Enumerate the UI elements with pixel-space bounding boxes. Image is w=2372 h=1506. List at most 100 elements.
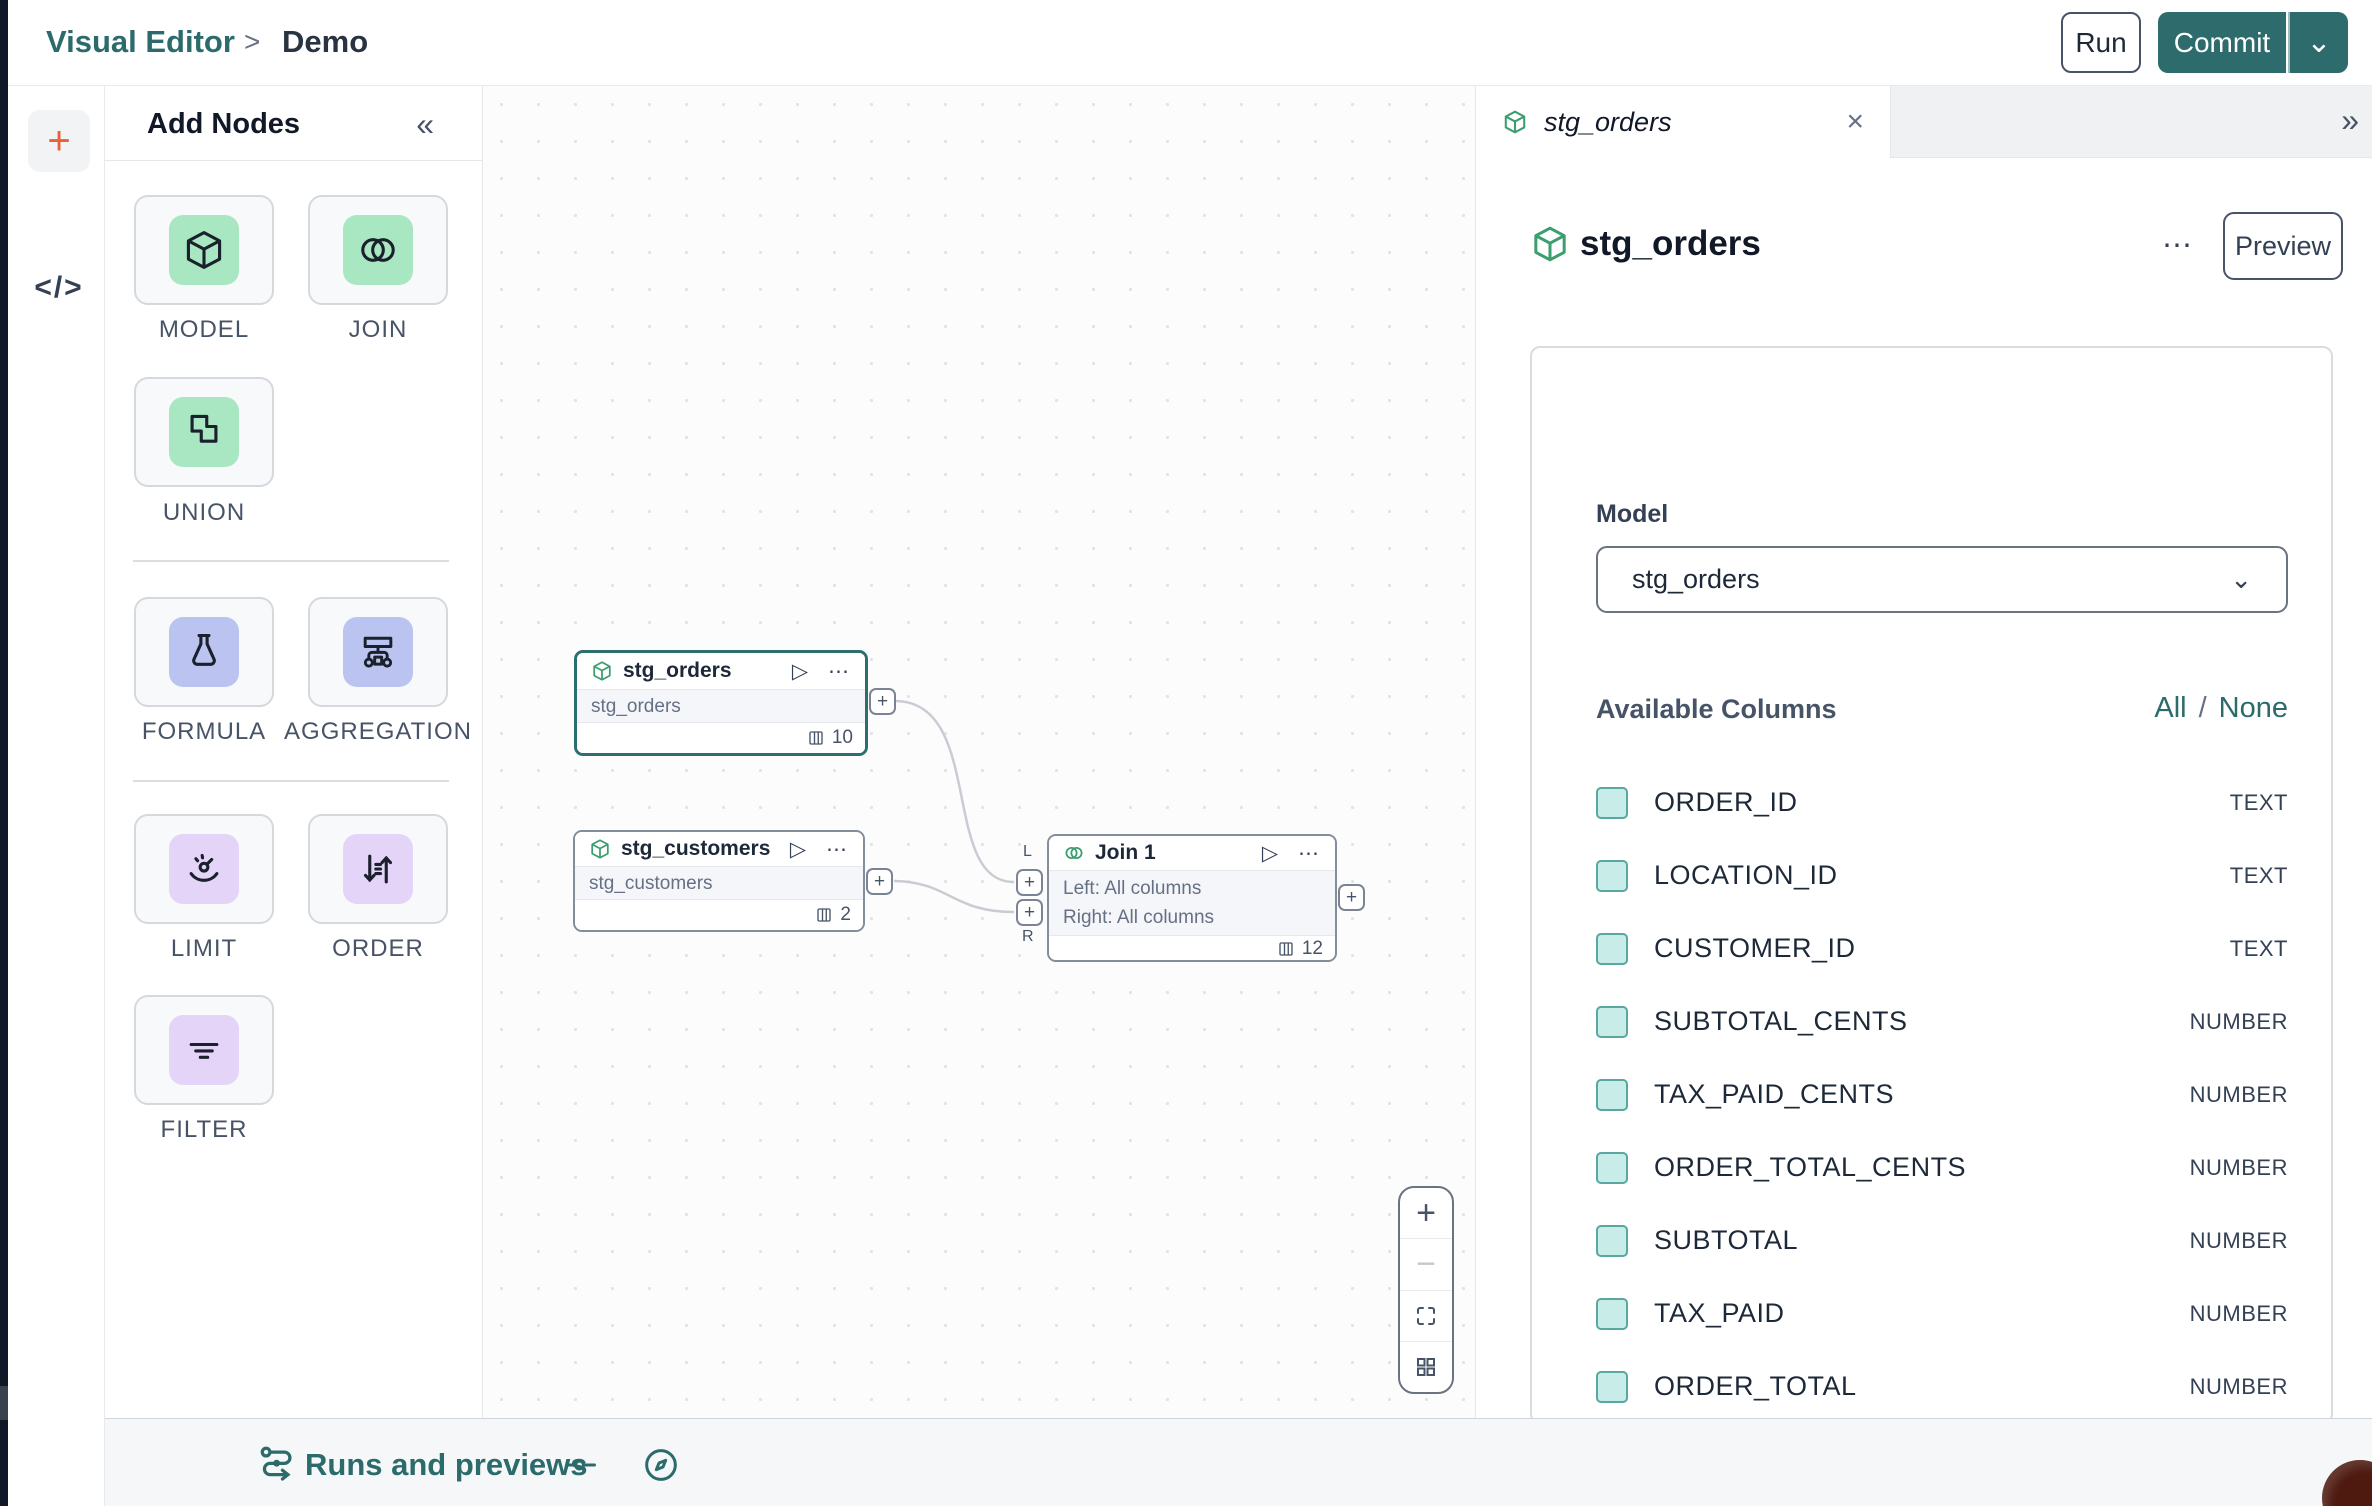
- ellipsis-icon[interactable]: ⋯: [826, 837, 849, 861]
- plus-icon: +: [873, 870, 886, 892]
- auto-layout-button[interactable]: [1400, 1340, 1452, 1392]
- ellipsis-icon[interactable]: ⋯: [1298, 841, 1321, 865]
- join-right-port-label: R: [1022, 928, 1034, 945]
- port-join-left-input[interactable]: +: [1016, 869, 1043, 896]
- link-separator: /: [2198, 692, 2207, 724]
- column-type: NUMBER: [2189, 1227, 2288, 1253]
- breadcrumb-app[interactable]: Visual Editor: [46, 24, 235, 59]
- column-type: TEXT: [2229, 862, 2288, 888]
- node-tile-model[interactable]: [134, 195, 274, 305]
- node-subtitle: stg_orders: [591, 695, 681, 717]
- commit-button[interactable]: Commit: [2158, 12, 2286, 73]
- node-tile-formula[interactable]: [134, 597, 274, 707]
- node-tile-filter[interactable]: [134, 995, 274, 1105]
- close-icon[interactable]: ×: [1846, 105, 1864, 138]
- column-row: SUBTOTAL NUMBER: [1596, 1204, 2288, 1277]
- order-sort-icon: [343, 834, 413, 904]
- column-checkbox[interactable]: [1596, 1151, 1628, 1184]
- add-nodes-panel: Add Nodes « MODEL JOIN UNION: [105, 86, 483, 1424]
- column-name: ORDER_TOTAL_CENTS: [1654, 1152, 1967, 1182]
- column-name: ORDER_TOTAL: [1654, 1371, 1857, 1401]
- column-count: 2: [840, 904, 851, 925]
- node-header: Join 1 ▷ ⋯: [1049, 836, 1335, 870]
- run-button[interactable]: Run: [2061, 12, 2141, 73]
- divider: [105, 160, 482, 161]
- play-icon[interactable]: ▷: [789, 837, 806, 861]
- filter-lines-icon: [169, 1015, 239, 1085]
- panel-tab-bar: stg_orders × »: [1476, 86, 2372, 158]
- collapse-panel-icon[interactable]: «: [416, 106, 434, 142]
- available-columns-header: Available Columns All / None: [1596, 692, 2288, 732]
- node-config-panel: stg_orders × » stg_orders ⋯ Preview Mode…: [1475, 86, 2372, 1476]
- node-tile-order[interactable]: [308, 814, 448, 924]
- code-icon: </>: [34, 271, 84, 304]
- canvas-zoom-controls: + −: [1398, 1186, 1454, 1394]
- chevron-down-icon: ⌄: [2306, 26, 2332, 59]
- canvas-node-stg-customers[interactable]: stg_customers ▷ ⋯ stg_customers 2: [573, 830, 865, 932]
- node-tile-union[interactable]: [134, 377, 274, 487]
- plus-icon: +: [1345, 886, 1358, 908]
- column-row: LOCATION_ID TEXT: [1596, 839, 2288, 912]
- node-header: stg_orders ▷ ⋯: [577, 653, 865, 689]
- columns-icon: [815, 906, 833, 924]
- zoom-out-button[interactable]: −: [1400, 1238, 1452, 1289]
- select-none-link[interactable]: None: [2218, 692, 2288, 724]
- preview-button[interactable]: Preview: [2223, 212, 2343, 280]
- ellipsis-icon[interactable]: ⋯: [2162, 229, 2195, 262]
- model-select[interactable]: stg_orders ⌄: [1596, 546, 2288, 613]
- model-cube-icon: [1530, 224, 1570, 264]
- divider: [133, 560, 449, 562]
- node-footer: 12: [1049, 936, 1335, 960]
- node-body: stg_customers: [575, 866, 863, 900]
- column-checkbox[interactable]: [1596, 1224, 1628, 1257]
- tile-label-order: ORDER: [332, 935, 424, 962]
- left-rail: + </>: [8, 86, 105, 1506]
- ellipsis-icon[interactable]: ⋯: [828, 659, 851, 683]
- left-dark-strip: [0, 0, 8, 1506]
- node-header: stg_customers ▷ ⋯: [575, 832, 863, 866]
- column-checkbox[interactable]: [1596, 1005, 1628, 1038]
- add-node-button[interactable]: +: [28, 110, 90, 172]
- column-checkbox[interactable]: [1596, 932, 1628, 965]
- tile-label-model: MODEL: [158, 316, 250, 343]
- expand-panel-icon[interactable]: »: [2341, 102, 2359, 138]
- node-tile-join[interactable]: [308, 195, 448, 305]
- node-tile-aggregation[interactable]: [308, 597, 448, 707]
- scrollbar-thumb[interactable]: [0, 1386, 8, 1420]
- select-all-link[interactable]: All: [2154, 692, 2187, 724]
- column-checkbox[interactable]: [1596, 1370, 1628, 1403]
- node-tile-limit[interactable]: [134, 814, 274, 924]
- play-icon[interactable]: ▷: [791, 659, 808, 683]
- port-join-right-input[interactable]: +: [1016, 899, 1043, 926]
- corner-widget[interactable]: [2322, 1460, 2372, 1506]
- compass-icon[interactable]: [641, 1445, 681, 1485]
- code-view-button[interactable]: </>: [24, 266, 94, 310]
- canvas-node-stg-orders[interactable]: stg_orders ▷ ⋯ stg_orders 10: [574, 650, 868, 756]
- fit-view-button[interactable]: [1400, 1289, 1452, 1341]
- runs-route-icon[interactable]: [257, 1443, 297, 1483]
- column-row: ORDER_ID TEXT: [1596, 766, 2288, 839]
- play-icon[interactable]: ▷: [1261, 841, 1278, 865]
- port-stg-orders-output[interactable]: +: [869, 688, 896, 715]
- commit-dropdown-button[interactable]: ⌄: [2288, 12, 2348, 73]
- zoom-in-button[interactable]: +: [1400, 1188, 1452, 1238]
- column-type: NUMBER: [2189, 1081, 2288, 1107]
- tab-stg-orders[interactable]: stg_orders ×: [1476, 86, 1891, 158]
- column-checkbox[interactable]: [1596, 1078, 1628, 1111]
- commit-slider-icon[interactable]: [563, 1447, 599, 1483]
- node-footer: 2: [575, 900, 863, 930]
- runs-and-previews-label[interactable]: Runs and previews: [305, 1447, 588, 1482]
- column-checkbox[interactable]: [1596, 859, 1628, 892]
- join-left-port-label: L: [1023, 843, 1032, 860]
- available-columns-label: Available Columns: [1596, 694, 1837, 724]
- column-checkbox[interactable]: [1596, 786, 1628, 819]
- port-stg-customers-output[interactable]: +: [866, 868, 893, 895]
- tile-label-limit: LIMIT: [170, 935, 238, 962]
- canvas-node-join-1[interactable]: Join 1 ▷ ⋯ Left: All columns Right: All …: [1047, 834, 1337, 962]
- model-select-value: stg_orders: [1632, 564, 1760, 594]
- node-title: Join 1: [1095, 841, 1156, 864]
- join-venn-icon: [1063, 842, 1085, 864]
- column-checkbox[interactable]: [1596, 1297, 1628, 1330]
- port-join-output[interactable]: +: [1338, 884, 1365, 911]
- union-icon: [169, 397, 239, 467]
